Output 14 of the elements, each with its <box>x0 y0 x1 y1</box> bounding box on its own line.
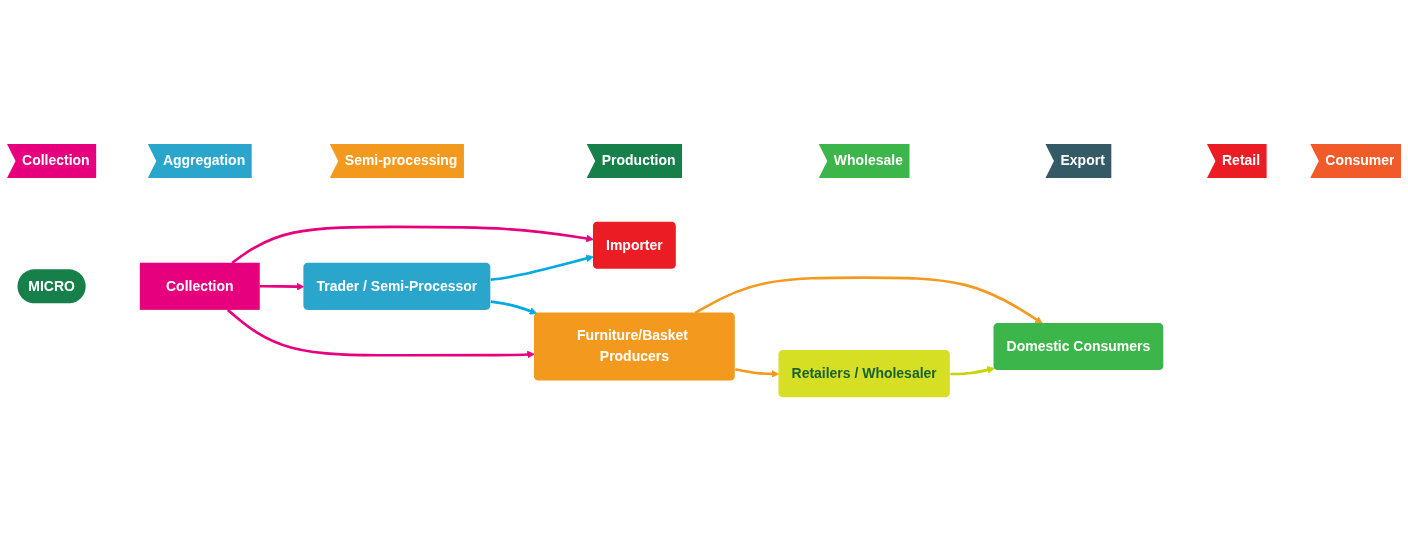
node-box: Retailers / Wholesaler <box>778 349 950 398</box>
node-box: Collection <box>139 262 260 310</box>
arrow <box>694 276 1043 324</box>
node-box: Furniture/Basket Producers <box>534 312 735 381</box>
arrow <box>734 367 780 378</box>
arrow <box>259 282 305 291</box>
arrow <box>226 308 535 359</box>
arrow <box>490 254 594 281</box>
node-box: Importer <box>592 221 676 269</box>
node-box: Trader / Semi-Processor <box>303 262 491 310</box>
arrow <box>231 225 594 264</box>
node-box: Domestic Consumers <box>993 322 1164 371</box>
arrow <box>490 300 538 315</box>
arrow <box>950 366 995 376</box>
